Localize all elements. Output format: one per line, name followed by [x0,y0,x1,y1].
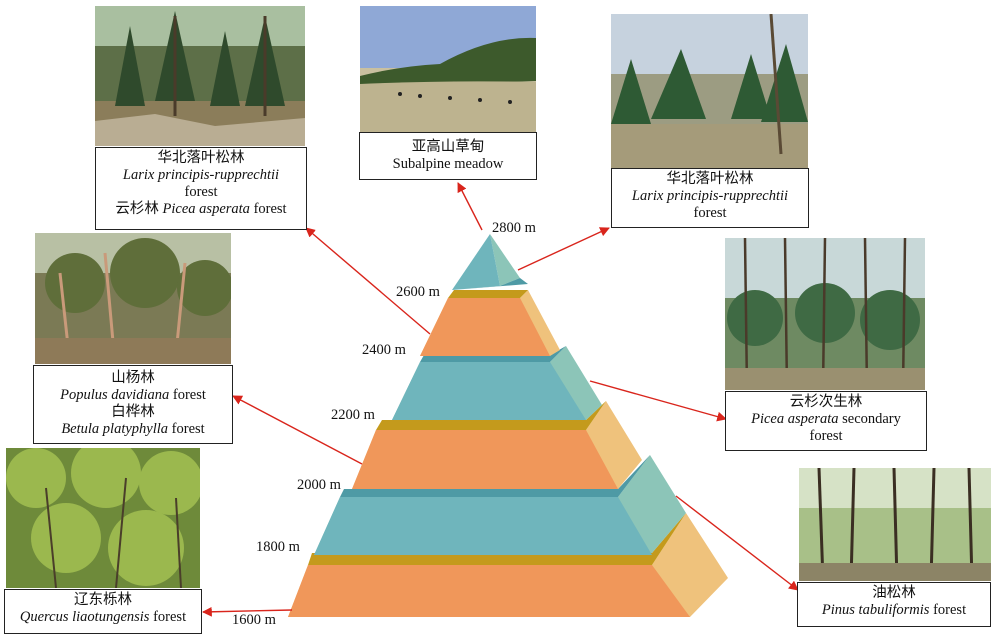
label-meadow: 亚高山草甸 Subalpine meadow [359,132,537,180]
pyramid-tier-2200-2400 [392,346,602,420]
label-en: forest [693,205,727,221]
label-sci: Quercus liaotungensis [19,609,150,625]
elevation-label-2800: 2800 m [492,220,536,236]
elevation-label-2600: 2600 m [396,284,440,300]
label-zh: 云杉次生林 [789,394,863,410]
photo-picea [725,238,925,390]
arrow-to-quercus [202,606,293,617]
label-en: forest [149,609,187,625]
label-sci: Pinus tabuliformis [821,602,930,618]
label-zh: 亚高山草甸 [411,139,485,155]
label-zh: 华北落叶松林 [666,171,754,187]
photo-meadow [360,6,536,132]
label-sci: Larix principis-rupprechtii [631,188,789,204]
label-sci2: Picea asperata [162,201,250,217]
label-sci: Larix principis-rupprechtii [122,167,280,183]
elevation-label-1600: 1600 m [232,612,276,628]
label-en: forest [169,387,206,403]
label-en: secondary [838,411,901,427]
arrow-to-meadow [457,182,483,231]
pyramid-tier-1800-2000 [314,455,686,555]
elevation-label-2000: 2000 m [297,477,341,493]
label-en2: forest [809,428,843,444]
label-sci: Picea asperata [751,411,839,427]
elevation-label-1800: 1800 m [256,539,300,555]
label-en: Subalpine meadow [392,156,504,172]
label-en2: forest [168,421,205,437]
label-picea: 云杉次生林 Picea asperata secondary forest [725,391,927,451]
label-sci: Populus davidiana [60,387,170,403]
label-en: forest [929,602,967,618]
photo-quercus [6,448,200,588]
label-en2: forest [249,201,287,217]
label-sci2: Betula platyphylla [61,421,169,437]
label-zh: 油松林 [872,585,916,601]
arrow-to-larix-left [305,227,431,335]
pyramid-tier-2400-2600 [420,290,560,356]
pyramid-tier-2000-2200 [352,401,642,489]
label-zh: 山杨林 [111,370,155,386]
label-larix-left: 华北落叶松林 Larix principis-rupprechtii fores… [95,147,307,230]
photo-pinus [799,468,991,581]
arrow-to-populus [232,395,363,465]
elevation-label-2200: 2200 m [331,407,375,423]
photo-larix-right [611,14,808,168]
label-zh: 华北落叶松林 [157,150,245,166]
label-quercus: 辽东栎林 Quercus liaotungensis forest [4,589,202,634]
arrow-to-pinus [675,495,799,591]
label-en: forest [184,184,218,200]
label-zh2: 云杉林 [115,201,163,217]
photo-larix-left [95,6,305,146]
photo-populus [35,233,231,364]
arrow-to-picea [589,380,727,422]
pyramid-tier-apex [452,234,528,290]
label-pinus: 油松林 Pinus tabuliformis forest [797,582,991,627]
arrow-to-larix-right [517,227,610,271]
label-zh2: 白桦林 [111,404,155,420]
label-zh: 辽东栎林 [74,592,132,608]
label-larix-right: 华北落叶松林 Larix principis-rupprechtii fores… [611,168,809,228]
label-populus: 山杨林 Populus davidiana forest 白桦林 Betula … [33,365,233,444]
elevation-label-2400: 2400 m [362,342,406,358]
